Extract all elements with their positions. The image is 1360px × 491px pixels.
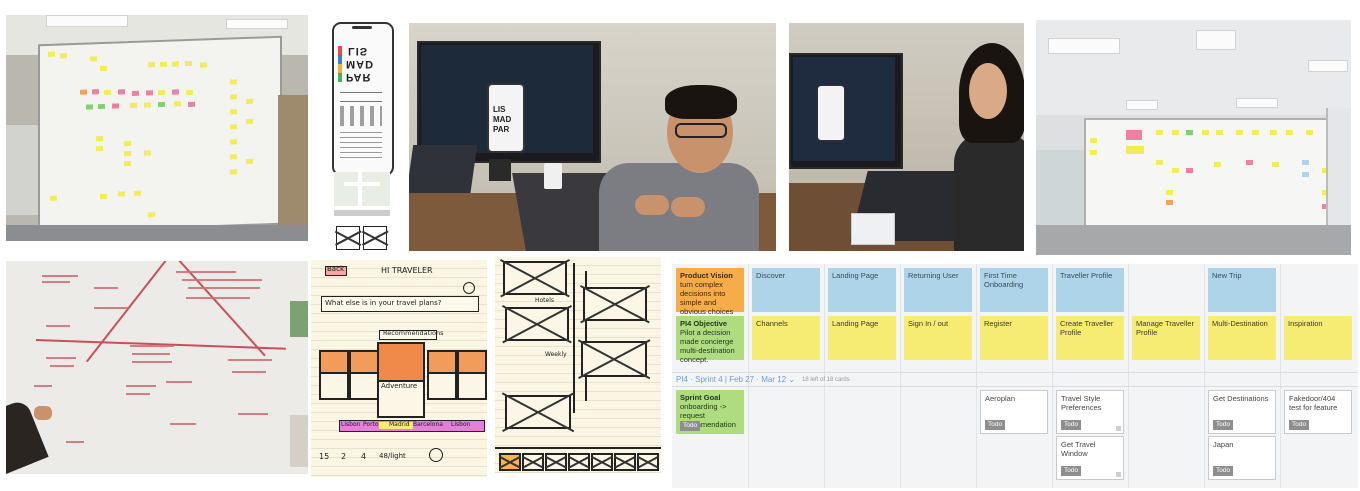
status-badge: Todo: [1289, 420, 1310, 430]
feature-label: Sign In / out: [908, 319, 949, 328]
story-card[interactable]: Aeroplan Todo: [980, 390, 1048, 434]
flow-label: Weekly: [545, 351, 567, 358]
photo-phone-wireframe-printout: LIS MAD PAR: [330, 20, 394, 252]
sketch-stat: 4: [361, 452, 367, 461]
product-vision-card[interactable]: Product Vision turn complex decisions in…: [676, 268, 744, 316]
activity-label: First Time Onboarding: [984, 271, 1024, 289]
feature-label: Multi-Destination: [1212, 319, 1268, 328]
flow-label: Hotels: [535, 297, 555, 304]
objective-title: PI4 Objective: [680, 319, 728, 328]
feature-label: Inspiration: [1288, 319, 1323, 328]
activity-card[interactable]: New Trip: [1208, 268, 1276, 312]
sketch-hero-label: Adventure: [381, 382, 418, 390]
sprint-goal-text: onboarding -> request recommendation: [680, 402, 736, 429]
feature-card[interactable]: Multi-Destination: [1208, 316, 1276, 360]
story-label: Travel Style Preferences: [1061, 394, 1102, 412]
activity-label: New Trip: [1212, 271, 1242, 280]
activity-label: Discover: [756, 271, 786, 280]
feature-card[interactable]: Create Traveller Profile: [1056, 316, 1124, 360]
story-label: Get Travel Window: [1061, 440, 1096, 458]
sketch-back-label: Back: [327, 265, 344, 273]
sketch-header: HI TRAVELER: [381, 266, 433, 275]
photo-man-at-monitor: LIS MAD PAR: [409, 23, 776, 251]
story-map-board: Product Vision turn complex decisions in…: [672, 264, 1358, 488]
activity-label: Landing Page: [832, 271, 879, 280]
phone-city-code: MAD: [346, 58, 375, 70]
activity-label: Traveller Profile: [1060, 271, 1113, 280]
photo-office-story-board: [1036, 20, 1351, 255]
photo-whiteboard-sticky-notes: [6, 15, 308, 241]
activity-card[interactable]: Returning User: [904, 268, 972, 312]
sprint-goal-title: Sprint Goal: [680, 393, 721, 402]
phone-city-code: LIS: [348, 45, 369, 57]
monitor-city-code: PAR: [493, 125, 510, 134]
sketch-timeline-stop: Madrid: [389, 421, 410, 428]
feature-label: Register: [984, 319, 1012, 328]
activity-card[interactable]: First Time Onboarding: [980, 268, 1048, 312]
product-vision-text: turn complex decisions into simple and o…: [680, 280, 734, 316]
story-label: Aeroplan: [985, 394, 1016, 403]
status-badge: Todo: [1061, 466, 1082, 476]
sketch-stat: 48/light: [379, 452, 406, 460]
sketch-stat: 15: [319, 452, 330, 461]
photo-whiteboard-triangle-sketch: [6, 261, 308, 474]
feature-card[interactable]: Inspiration: [1284, 316, 1352, 360]
sketch-prompt: What else is in your travel plans?: [325, 299, 442, 307]
feature-label: Landing Page: [832, 319, 879, 328]
story-label: Japan: [1213, 440, 1234, 449]
monitor-city-code: MAD: [493, 115, 512, 124]
feature-card[interactable]: Manage Traveller Profile: [1132, 316, 1200, 360]
story-label: Get Destinations: [1213, 394, 1269, 403]
status-badge: Todo: [985, 420, 1006, 430]
sketch-stat: 2: [341, 452, 347, 461]
sketch-timeline-stop: Lisbon: [341, 421, 361, 428]
phone-city-code: PAR: [346, 71, 372, 83]
sketch-timeline-stop: Barcelona: [413, 421, 443, 428]
objective-card[interactable]: PI4 Objective Pilot a decision made conc…: [676, 316, 744, 364]
sketch-app-wireframe: HI TRAVELER Back What else is in your tr…: [311, 260, 487, 477]
sprint-goal-card[interactable]: Sprint Goal onboarding -> request recomm…: [676, 390, 744, 434]
activity-card[interactable]: Landing Page: [828, 268, 896, 312]
objective-text: Pilot a decision made concierge multi-de…: [680, 328, 735, 364]
story-card[interactable]: Get Travel Window Todo: [1056, 436, 1124, 480]
story-card[interactable]: Fakedoor/404 test for feature Todo: [1284, 390, 1352, 434]
photo-woman-at-monitor: [789, 23, 1024, 251]
card-corner-icon: [1116, 426, 1121, 431]
feature-card[interactable]: Sign In / out: [904, 316, 972, 360]
sketch-timeline-stop: Lisbon: [451, 421, 471, 428]
chevron-down-icon[interactable]: ⌄: [788, 375, 796, 384]
sketch-flow-wireframe: Hotels Weekly: [495, 257, 661, 473]
feature-label: Manage Traveller Profile: [1136, 319, 1194, 337]
activity-label: Returning User: [908, 271, 959, 280]
status-badge: Todo: [1061, 420, 1082, 430]
status-badge: Todo: [680, 421, 701, 431]
sprint-label[interactable]: PI4 · Sprint 4 | Feb 27 · Mar 12 ⌄: [676, 375, 795, 384]
status-badge: Todo: [1213, 466, 1234, 476]
status-badge: Todo: [1213, 420, 1234, 430]
feature-card[interactable]: Landing Page: [828, 316, 896, 360]
story-label: Fakedoor/404 test for feature: [1289, 394, 1338, 412]
sprint-label-text: PI4 · Sprint 4 | Feb 27 · Mar 12: [676, 375, 787, 384]
sketch-section-label: Recommendations: [383, 329, 444, 337]
sketch-timeline-stop: Porto: [363, 421, 379, 428]
monitor-city-code: LIS: [493, 105, 506, 114]
product-vision-title: Product Vision: [680, 271, 733, 280]
feature-card[interactable]: Channels: [752, 316, 820, 360]
story-card[interactable]: Travel Style Preferences Todo: [1056, 390, 1124, 434]
sprint-card-count: 18 left of 18 cards: [802, 377, 850, 383]
feature-card[interactable]: Register: [980, 316, 1048, 360]
story-card[interactable]: Japan Todo: [1208, 436, 1276, 480]
activity-card[interactable]: Discover: [752, 268, 820, 312]
card-corner-icon: [1116, 472, 1121, 477]
activity-card[interactable]: Traveller Profile: [1056, 268, 1124, 312]
story-card[interactable]: Get Destinations Todo: [1208, 390, 1276, 434]
feature-label: Create Traveller Profile: [1060, 319, 1114, 337]
feature-label: Channels: [756, 319, 788, 328]
